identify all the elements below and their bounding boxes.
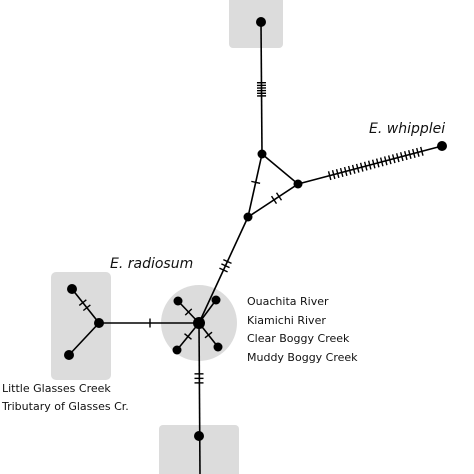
- species-label-radiosum: E. radiosum: [110, 256, 193, 272]
- haplotype-node-whipplei: [437, 141, 447, 151]
- haplotype-nodes: [64, 17, 447, 441]
- mutation-tick-whipplei-branch-24: [420, 146, 424, 156]
- mutation-tick-center-spoke-4-1: [204, 331, 213, 339]
- mutation-tick-radiosum-stem-3: [219, 267, 228, 273]
- mutation-tick-whipplei-branch-1: [327, 171, 332, 181]
- mutation-tick-triangle-lower-edge-1: [275, 192, 283, 201]
- mutation-tick-whipplei-branch-19: [399, 152, 404, 162]
- mutation-tick-whipplei-branch-11: [367, 160, 372, 170]
- mutation-tick-whipplei-branch-3: [335, 168, 340, 179]
- mutation-tick-whipplei-branch-9: [359, 162, 364, 172]
- top-group-box: [229, 0, 283, 48]
- mutation-tick-whipplei-branch-15: [383, 156, 388, 166]
- mutation-tick-radiosum-stem-2: [221, 263, 230, 269]
- mutation-tick-left-upper-1: [82, 304, 91, 312]
- bottom-group-box: [159, 425, 239, 474]
- mutation-tick-whipplei-branch-13: [375, 158, 380, 168]
- edge-left-hub-to-lower: [68, 322, 100, 356]
- haplotype-node-triangle-right: [293, 179, 303, 189]
- mutation-tick-whipplei-branch-7: [351, 164, 356, 174]
- mutation-tick-whipplei-branch-8: [355, 163, 360, 173]
- haplotype-node-left-upper: [67, 284, 77, 294]
- mutation-tick-whipplei-branch-6: [347, 165, 352, 175]
- haplotype-node-triangle-left: [243, 212, 253, 222]
- haplotype-node-bottom: [194, 431, 204, 441]
- haplotype-node-left-lower: [64, 350, 74, 360]
- location-label-ouachita: Ouachita River: [247, 295, 329, 308]
- haplotype-node-center-spoke-3: [172, 345, 182, 355]
- edge-triangle: [246, 153, 300, 219]
- mutation-tick-whipplei-branch-23: [416, 147, 420, 157]
- haplotype-node-radiosum-center: [193, 317, 205, 329]
- mutation-tick-radiosum-stem-1: [223, 258, 232, 265]
- mutation-tick-triangle-lower-edge-2: [270, 195, 278, 204]
- haplotype-node-triangle-top: [257, 149, 267, 159]
- mutation-tick-whipplei-branch-12: [371, 159, 376, 169]
- mutation-ticks: [78, 81, 424, 384]
- mutation-tick-whipplei-branch-17: [391, 154, 396, 164]
- species-label-whipplei: E. whipplei: [369, 121, 445, 137]
- location-label-clear-boggy: Clear Boggy Creek: [247, 332, 350, 345]
- mutation-tick-whipplei-branch-5: [343, 166, 348, 176]
- mutation-tick-center-spoke-3-1: [184, 333, 192, 340]
- haplotype-node-center-spoke-4: [213, 342, 223, 352]
- location-label-tributary-glasses: Tributary of Glasses Cr.: [1, 400, 129, 413]
- edge-center-to-bottom-group: [198, 322, 201, 474]
- mutation-tick-whipplei-branch-4: [339, 167, 344, 177]
- mutation-tick-whipplei-branch-22: [412, 148, 416, 158]
- mutation-tick-triangle-left-edge-1: [251, 180, 261, 185]
- mutation-tick-whipplei-branch-20: [403, 151, 408, 161]
- mutation-tick-whipplei-branch-10: [363, 161, 368, 171]
- location-label-kiamichi: Kiamichi River: [247, 314, 326, 327]
- mutation-tick-whipplei-branch-18: [395, 153, 400, 163]
- mutation-tick-whipplei-branch-21: [407, 149, 412, 160]
- mutation-tick-whipplei-branch-2: [331, 170, 336, 180]
- mutation-tick-center-spoke-1-1: [184, 308, 193, 316]
- mutation-tick-whipplei-branch-16: [387, 155, 392, 165]
- edge-left-hub-to-upper: [71, 288, 100, 324]
- haplotype-node-center-spoke-1: [173, 296, 183, 306]
- haplotype-node-center-spoke-2: [211, 295, 221, 305]
- mutation-tick-left-upper-2: [78, 299, 87, 306]
- haplotype-node-left-hub: [94, 318, 104, 328]
- haplotype-node-top: [256, 17, 266, 27]
- location-label-muddy-boggy: Muddy Boggy Creek: [247, 351, 358, 364]
- mutation-tick-whipplei-branch-14: [379, 157, 384, 167]
- location-label-little-glasses: Little Glasses Creek: [2, 382, 111, 395]
